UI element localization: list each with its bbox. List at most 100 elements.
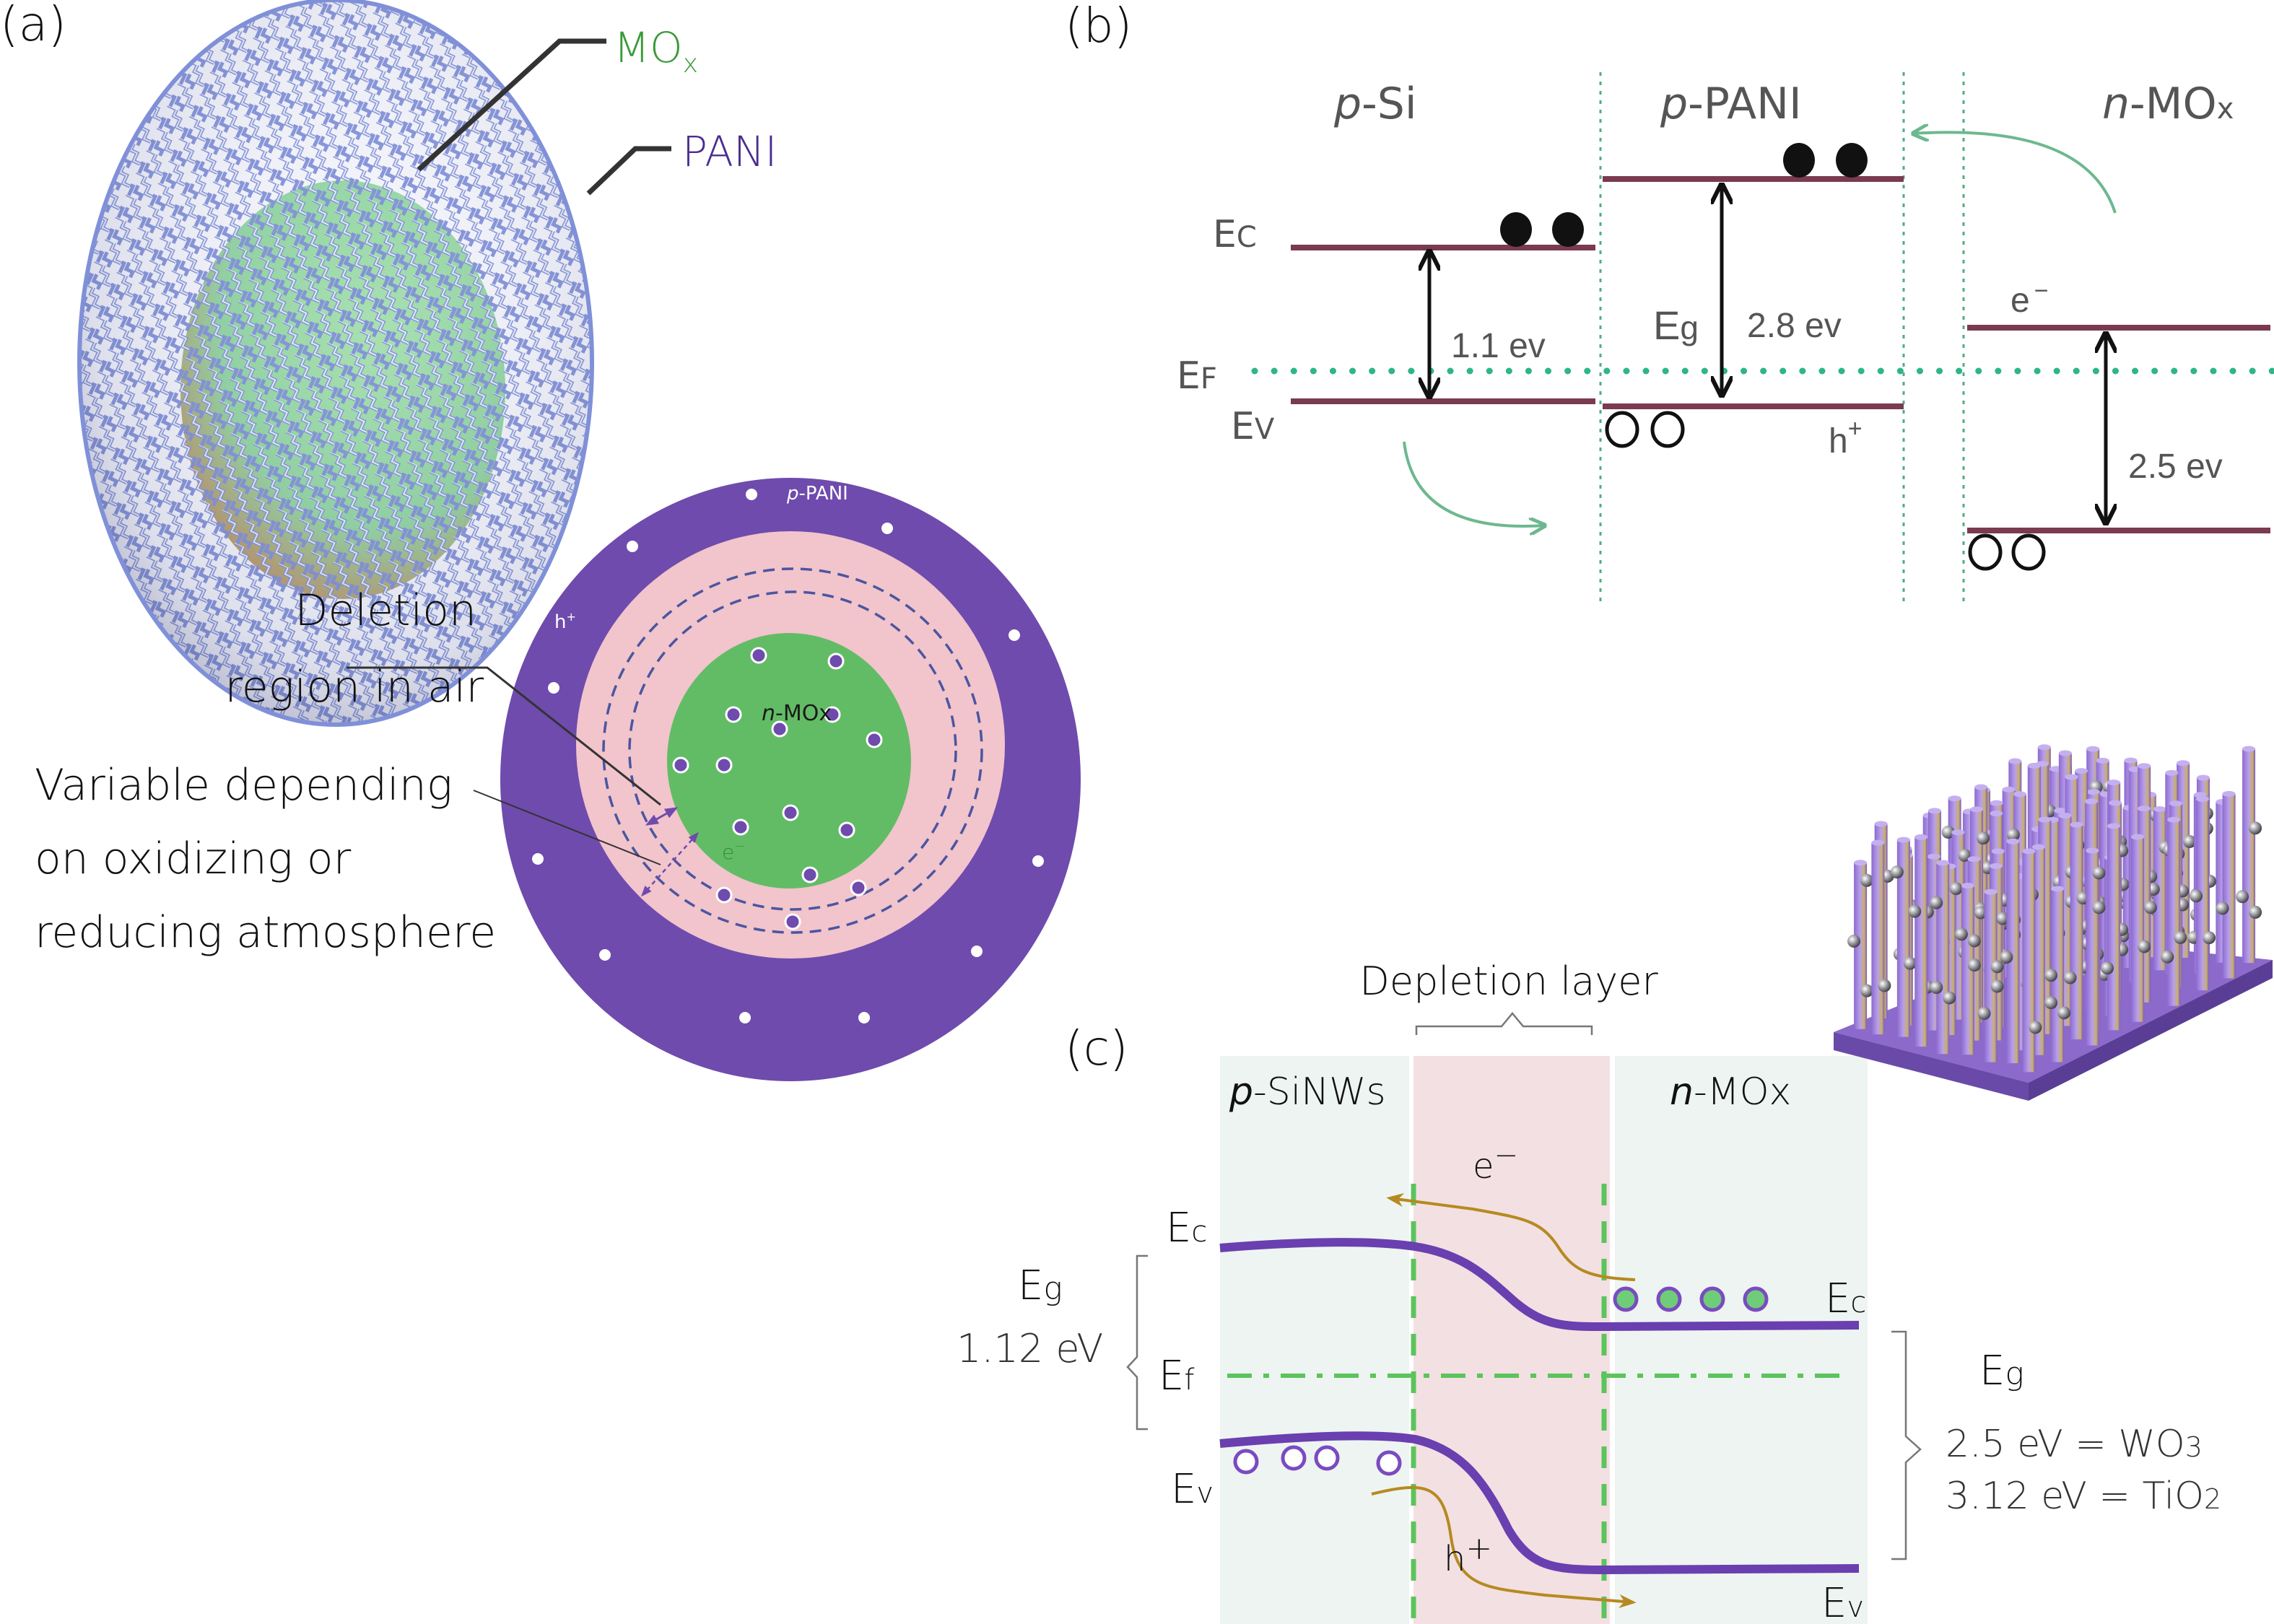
- nanowire-top: [2008, 758, 2022, 764]
- electrons-c: [1613, 1286, 1769, 1312]
- nanowire-top: [2065, 774, 2078, 780]
- nanowire-top: [2197, 774, 2210, 781]
- region-label-psinws: p-SiNWs: [1229, 1070, 1386, 1114]
- nanoparticle: [1990, 979, 2004, 993]
- nanowire-top: [1991, 848, 2005, 855]
- nanowire-top: [2153, 806, 2166, 813]
- band-lines-b: [1291, 176, 2270, 533]
- depletion-boundary-outer: [602, 567, 983, 934]
- label-ev-b: EV: [1231, 405, 1275, 448]
- nanowire-top: [2124, 757, 2138, 764]
- electrons: [672, 647, 883, 930]
- nanowire-top: [2031, 844, 2045, 850]
- valence-band-c: [1219, 1431, 1860, 1575]
- nanowire-top: [2177, 760, 2190, 767]
- nanowire-pillar: [1984, 891, 1998, 1062]
- deletion-line-2: region in air: [225, 662, 484, 712]
- nanoparticle: [1903, 956, 1917, 970]
- nanowire-top: [1927, 808, 1941, 814]
- label-ec-left: Ec: [1166, 1205, 1207, 1252]
- nanowire-pillar: [1936, 863, 1950, 1055]
- pani-label: PANI: [682, 127, 777, 176]
- label-ev-left: Ev: [1171, 1466, 1214, 1513]
- sphere-rim: [77, 0, 594, 727]
- variable-line-1: Variable depending: [35, 760, 453, 811]
- right-gap-wo3: 2.5 eV = WO3: [1946, 1423, 2203, 1466]
- substrate-side: [2029, 960, 2273, 1101]
- core-label: n-MOx: [762, 701, 832, 726]
- nanowire-top: [1990, 800, 2003, 806]
- nanowire-pillar: [1961, 886, 1974, 1055]
- nanoparticle: [2190, 889, 2203, 903]
- electron-transfer-arrow: [1913, 132, 2117, 214]
- panel-a: (a) MOx PANI: [0, 0, 1081, 1081]
- nanowire-pillar: [2006, 841, 2020, 1064]
- left-gap-value: 1.12 eV: [957, 1326, 1103, 1371]
- nanoparticle: [1974, 906, 1987, 920]
- nanoparticle: [2249, 905, 2262, 919]
- nanowire-top: [1927, 853, 1940, 860]
- nanowire-top: [2109, 800, 2122, 806]
- hole-label-b: h+: [1829, 415, 1863, 460]
- holes: [532, 489, 1044, 1023]
- nanowire-top: [2058, 750, 2072, 756]
- nanoparticle: [2000, 950, 2013, 964]
- nanowire-top: [1970, 806, 1984, 813]
- nanowire-pillar: [2131, 837, 2145, 1022]
- nanowire-top: [2167, 816, 2181, 823]
- nanoparticle: [2092, 866, 2106, 880]
- nanowire-top: [2131, 834, 2145, 840]
- nanowire-top: [2013, 791, 2026, 798]
- nanowire-pillar: [2242, 748, 2256, 964]
- nanoparticle: [2057, 1006, 2071, 1020]
- nanoparticle: [2183, 834, 2197, 848]
- variable-line-2: on oxidizing or: [35, 834, 352, 884]
- psi-gap-value: 1.1 ev: [1451, 327, 1546, 365]
- mox-core-section: [667, 633, 911, 889]
- deletion-annotation: Deletion region in air: [225, 585, 661, 806]
- mox-leader: MOx: [417, 23, 698, 172]
- nanowire-top: [2107, 780, 2121, 786]
- electron-label: e−: [722, 839, 745, 864]
- nanowire-top: [1989, 863, 2003, 869]
- nanoparticle: [1943, 991, 1956, 1005]
- electron-label-c: e−: [1473, 1139, 1518, 1187]
- nanowire-pillar: [2167, 819, 2181, 1006]
- region-label-ppani: p-PANI: [1660, 79, 1802, 129]
- nmox-region-bg: [1615, 1056, 1868, 1624]
- nanoparticle: [2044, 969, 2058, 982]
- region-label-nmox: n-MOx: [2102, 79, 2234, 129]
- nanowire-top: [2038, 816, 2052, 823]
- nanowire-pillar: [1914, 837, 1928, 1047]
- nanowire-top: [2169, 800, 2183, 807]
- nanowire-pillar: [2222, 793, 2236, 979]
- nanowire-top: [2086, 789, 2100, 795]
- nanowire-top: [2086, 746, 2100, 752]
- right-gap-label: Eg: [1979, 1348, 2024, 1394]
- nanoparticle: [1908, 904, 1922, 918]
- variable-annotation: Variable depending on oxidizing or reduc…: [35, 760, 661, 958]
- nanowire-top: [1990, 811, 2003, 817]
- nanowire-top: [2070, 821, 2083, 828]
- nanowire-top: [2051, 886, 2065, 892]
- nanowire-top: [2107, 823, 2121, 829]
- depletion-boundary-inner: [628, 590, 957, 911]
- nanoparticle: [1860, 984, 1874, 997]
- nanowire-top: [1984, 889, 1998, 895]
- nanowire-top: [2086, 847, 2099, 854]
- nanoparticle: [2249, 821, 2262, 835]
- hole-label: h+: [554, 610, 576, 633]
- nanowire-top: [2022, 848, 2036, 855]
- panel-b: (b) p-Si p-PANI n-MOx EC EF EV: [1065, 0, 2274, 603]
- panel-b-label: (b): [1065, 0, 1132, 53]
- nanoparticle: [2101, 961, 2114, 975]
- nanowire-top: [1871, 839, 1885, 846]
- nanowire-pillar: [2107, 826, 2121, 1031]
- nanoparticle: [1941, 825, 1955, 839]
- sphere-shading: [79, 0, 592, 725]
- nanoparticle: [1847, 934, 1861, 948]
- substrate-front: [1834, 1032, 2029, 1101]
- region-dividers: [1599, 72, 1965, 603]
- holes-b: [1605, 411, 2046, 571]
- label-ev-right: Ev: [1821, 1580, 1864, 1624]
